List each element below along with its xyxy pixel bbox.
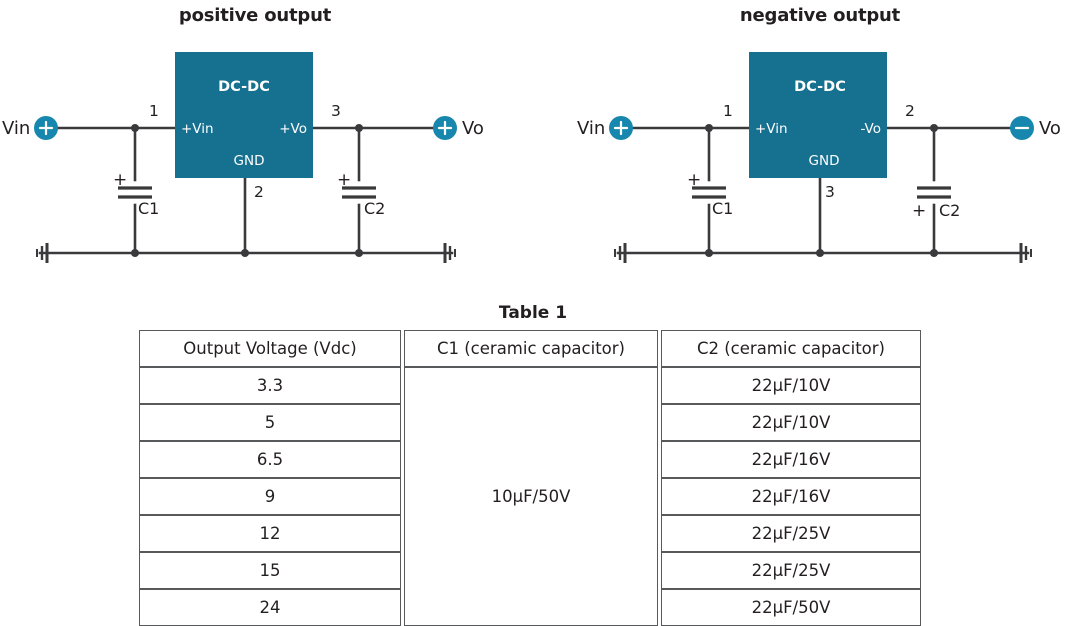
- table-header-row: Output Voltage (Vdc) C1 (ceramic capacit…: [139, 330, 921, 367]
- negative-output-title: negative output: [739, 5, 901, 26]
- table-row: 6.5 22µF/16V: [139, 441, 921, 478]
- dcdc-converter-block: [749, 52, 887, 178]
- ground-symbol-right: [1019, 243, 1032, 263]
- pin-number-input: 1: [723, 102, 733, 120]
- capacitor-c2-polarity: +: [337, 170, 351, 190]
- table-row: 12 22µF/25V: [139, 515, 921, 552]
- cell-c2-value: 22µF/25V: [661, 515, 921, 552]
- cell-c2-value: 22µF/25V: [661, 552, 921, 589]
- capacitor-c2-label: C2: [364, 199, 385, 218]
- ground-symbol-right: [443, 243, 456, 263]
- dcdc-pin-vin-label: +Vin: [755, 121, 788, 137]
- dcdc-block-label: DC-DC: [218, 79, 270, 95]
- cell-output-voltage: 15: [139, 552, 401, 589]
- cell-c2-value: 22µF/10V: [661, 367, 921, 404]
- pin-number-ground: 2: [254, 183, 264, 201]
- table-row: 3.3 10µF/50V 22µF/10V: [139, 367, 921, 626]
- cell-c2-value: 22µF/50V: [661, 589, 921, 626]
- table-row: 24 22µF/50V: [139, 589, 921, 626]
- cell-output-voltage: 9: [139, 478, 401, 515]
- negative-output-schematic: + C1 + C2 DC-DC +Vin -Vo GND 1 2 3 Vin: [577, 52, 1061, 263]
- dcdc-pin-vo-label: +Vo: [279, 121, 307, 137]
- table-row: 5 22µF/10V: [139, 404, 921, 441]
- table-row: 9 22µF/16V: [139, 478, 921, 515]
- cell-output-voltage: 5: [139, 404, 401, 441]
- dcdc-pin-gnd-label: GND: [809, 153, 840, 169]
- vo-label: Vo: [462, 118, 484, 139]
- ground-symbol-left: [36, 243, 49, 263]
- capacitor-c2-polarity: +: [912, 201, 926, 221]
- wire-chip-gnd: [241, 176, 249, 257]
- vo-label: Vo: [1039, 118, 1061, 139]
- pin-number-output: 2: [905, 102, 915, 120]
- capacitor-c1-polarity: +: [687, 170, 701, 190]
- cell-output-voltage: 24: [139, 589, 401, 626]
- vin-label: Vin: [2, 118, 30, 139]
- dcdc-pin-gnd-label: GND: [234, 153, 265, 169]
- wire-chip-gnd: [816, 176, 824, 257]
- capacitor-c1-branch: [692, 124, 726, 257]
- vin-terminal[interactable]: [609, 116, 633, 140]
- capacitor-c1-label: C1: [712, 199, 733, 218]
- dcdc-pin-vin-label: +Vin: [181, 121, 214, 137]
- vin-terminal[interactable]: [34, 116, 58, 140]
- cell-output-voltage: 6.5: [139, 441, 401, 478]
- positive-output-title: positive output: [178, 5, 332, 26]
- column-header-output-voltage: Output Voltage (Vdc): [139, 330, 401, 367]
- cell-c2-value: 22µF/16V: [661, 478, 921, 515]
- capacitor-c2-branch: [342, 124, 376, 257]
- table-caption: Table 1: [498, 303, 568, 323]
- cell-c2-value: 22µF/10V: [661, 404, 921, 441]
- dcdc-block-label: DC-DC: [794, 79, 846, 95]
- vo-terminal[interactable]: [433, 116, 457, 140]
- capacitor-c1-polarity: +: [113, 170, 127, 190]
- vin-label: Vin: [577, 118, 605, 139]
- pin-number-output: 3: [331, 102, 341, 120]
- capacitor-c2-branch: [917, 124, 951, 257]
- dcdc-converter-block: [175, 52, 313, 178]
- column-header-c2: C2 (ceramic capacitor): [661, 330, 921, 367]
- dcdc-pin-vo-label: -Vo: [860, 121, 881, 137]
- vo-terminal[interactable]: [1010, 116, 1034, 140]
- pin-number-ground: 3: [825, 183, 835, 201]
- capacitor-spec-table: Output Voltage (Vdc) C1 (ceramic capacit…: [136, 330, 924, 626]
- cell-c1-value: 10µF/50V: [404, 367, 658, 626]
- capacitor-c1-branch: [118, 124, 152, 257]
- ground-symbol-left: [614, 243, 627, 263]
- cell-c2-value: 22µF/16V: [661, 441, 921, 478]
- cell-output-voltage: 3.3: [139, 367, 401, 404]
- capacitor-c2-label: C2: [939, 201, 960, 220]
- cell-output-voltage: 12: [139, 515, 401, 552]
- table-row: 15 22µF/25V: [139, 552, 921, 589]
- column-header-c1: C1 (ceramic capacitor): [404, 330, 658, 367]
- pin-number-input: 1: [149, 102, 159, 120]
- capacitor-c1-label: C1: [138, 199, 159, 218]
- positive-output-schematic: + C1 + C2 DC-DC +Vin +Vo GND 1 3 2 Vin: [2, 52, 484, 263]
